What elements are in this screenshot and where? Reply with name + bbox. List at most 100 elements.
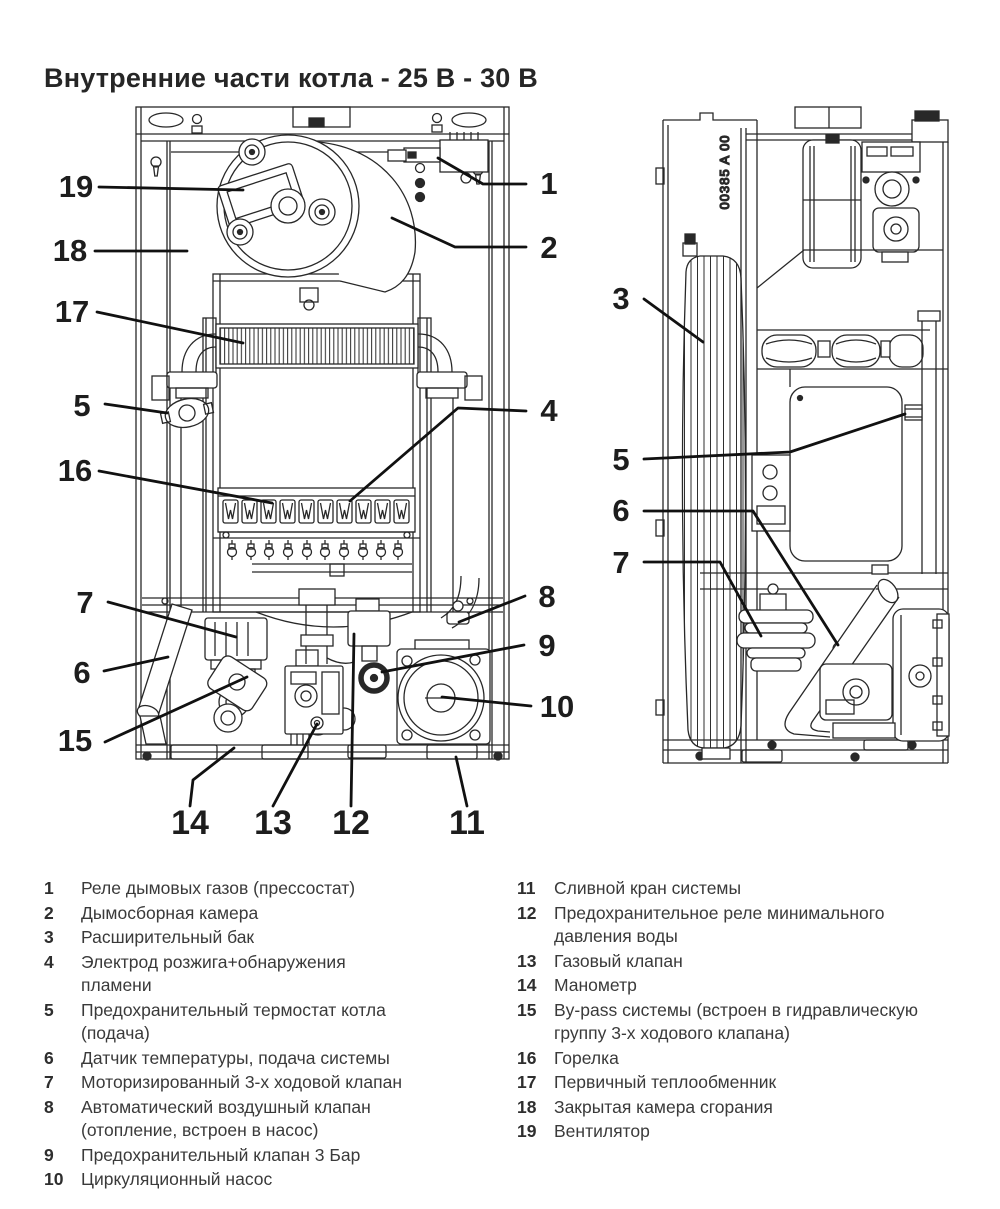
legend-item-number: 13 [517,950,537,971]
legend-item-number: 1 [44,878,54,898]
legend-item-text: Газовый клапан [554,950,683,971]
legend-item: 13 Газовый клапан [517,950,977,974]
fan-assembly [216,134,426,311]
legend-item: 11 Сливной кран системы [517,877,977,901]
callout-14: 14 [171,804,209,842]
legend-item-text: Предохранительный термостат котла (подач… [81,999,386,1044]
legend-item: 3 Расширительный бак [44,926,506,950]
plate-code-label: 00385 A 00 [717,134,732,209]
legend-item-number: 4 [44,951,54,972]
callout-11: 11 [449,804,485,842]
legend-column-right: 11 Сливной кран системы 12 Предохранительн… [517,877,977,1145]
callout-18: 18 [53,233,87,268]
callout-10: 10 [540,689,574,724]
side-pump [819,608,950,742]
callout-9: 9 [538,628,555,663]
legend-item: 9 Предохранительный клапан 3 Бар [44,1144,506,1168]
legend-item: 17 Первичный теплообменник [517,1071,977,1095]
legend-item: 15 By-pass системы (встроен в гидравличес… [517,999,977,1046]
side-fan-assembly [746,106,949,289]
legend-item: 6 Датчик температуры, подача системы [44,1047,506,1071]
legend-item: 16 Горелка [517,1047,977,1071]
legend-item: 1 Реле дымовых газов (прессостат) [44,877,506,901]
legend-item-number: 11 [517,878,536,898]
legend-item-number: 7 [44,1072,54,1092]
heat-exchanger [151,317,483,612]
legend-item: 19 Вентилятор [517,1120,977,1144]
legend-item: 12 Предохранительное реле минимального да… [517,902,977,949]
legend-item-text: Датчик температуры, подача системы [81,1047,390,1068]
side-diagonal-pipe [784,578,900,738]
callout-3-side: 3 [612,281,629,316]
legend-item-text: Предохранительное реле минимального давл… [554,902,885,947]
legend-column-left: 1 Реле дымовых газов (прессостат) 2 Дымосб… [44,877,506,1193]
legend-item: 7 Моторизированный 3-х ходовой клапан [44,1071,506,1095]
front-view [135,106,510,761]
legend-item: 2 Дымосборная камера [44,902,506,926]
legend-item-number: 17 [517,1072,537,1092]
legend-item-text: Расширительный бак [81,927,255,947]
legend-item-number: 6 [44,1047,54,1068]
legend-item-text: Закрытая камера сгорания [554,1096,773,1117]
legend-item-number: 12 [517,902,537,923]
callout-4: 4 [540,393,558,428]
legend-item-text: Горелка [554,1047,619,1068]
legend-item-text: Электрод розжига+обнаружения пламени [81,951,346,996]
callout-16: 16 [58,453,92,488]
side-three-way-valve [736,583,816,672]
callout-numbers: 19 18 17 5 16 7 6 15 1 2 4 8 9 10 14 13 … [53,166,630,842]
legend-item-text: Автоматический воздушный клапан (отоплен… [81,1096,371,1141]
legend-item-text: Манометр [554,975,637,995]
legend-item-text: Циркуляционный насос [81,1169,273,1189]
burner [213,487,420,577]
legend-item-text: By-pass системы (встроен в гидравлическу… [554,999,918,1044]
callout-13: 13 [254,804,292,842]
legend-item-number: 16 [517,1047,537,1068]
water-pressure-switch [347,598,391,662]
legend-item-text: Дымосборная камера [81,902,259,923]
legend-item: 10 Циркуляционный насос [44,1168,506,1192]
callout-leader-lines [93,156,907,808]
expansion-tank [681,233,747,760]
callout-7-front: 7 [76,585,93,620]
callout-7-side: 7 [612,545,629,580]
callout-8: 8 [538,579,555,614]
legend-item-text: Реле дымовых газов (прессостат) [81,878,356,898]
legend-item-number: 15 [517,999,537,1020]
callout-1: 1 [540,166,557,201]
callout-5-side: 5 [612,442,629,477]
callout-12: 12 [332,804,370,842]
legend-item-text: Первичный теплообменник [554,1072,777,1092]
legend-item-text: Моторизированный 3-х ходовой клапан [81,1072,402,1092]
legend-item-number: 14 [517,975,537,995]
legend-item: 14 Манометр [517,974,977,998]
legend-item-number: 9 [44,1144,54,1165]
callout-15: 15 [58,723,92,758]
callout-19: 19 [59,169,93,204]
callout-2: 2 [540,230,557,265]
legend-item-number: 5 [44,999,54,1020]
callout-6-side: 6 [612,493,629,528]
legend-item: 4 Электрод розжига+обнаружения пламени [44,951,506,998]
gas-valve [284,649,344,745]
legend-item-text: Сливной кран системы [554,878,742,898]
safety-valve-3bar [358,662,390,694]
side-burner-row [757,329,948,370]
legend-item-text: Вентилятор [554,1121,650,1141]
center-pipe [298,588,355,664]
legend-item-number: 10 [44,1169,64,1189]
legend-item-text: Предохранительный клапан 3 Бар [81,1144,361,1165]
callout-17: 17 [55,294,89,329]
legend-item-number: 2 [44,902,54,923]
callout-6-front: 6 [73,655,90,690]
side-view: 00385 A 00 [655,106,950,764]
legend-item-number: 3 [44,927,54,947]
legend-item-number: 19 [517,1121,537,1141]
callout-5-front: 5 [73,388,90,423]
side-chamber-panel [751,369,903,562]
side-supply-pipe [904,310,941,574]
page-title: Внутренние части котла - 25 В - 30 В [44,63,538,94]
